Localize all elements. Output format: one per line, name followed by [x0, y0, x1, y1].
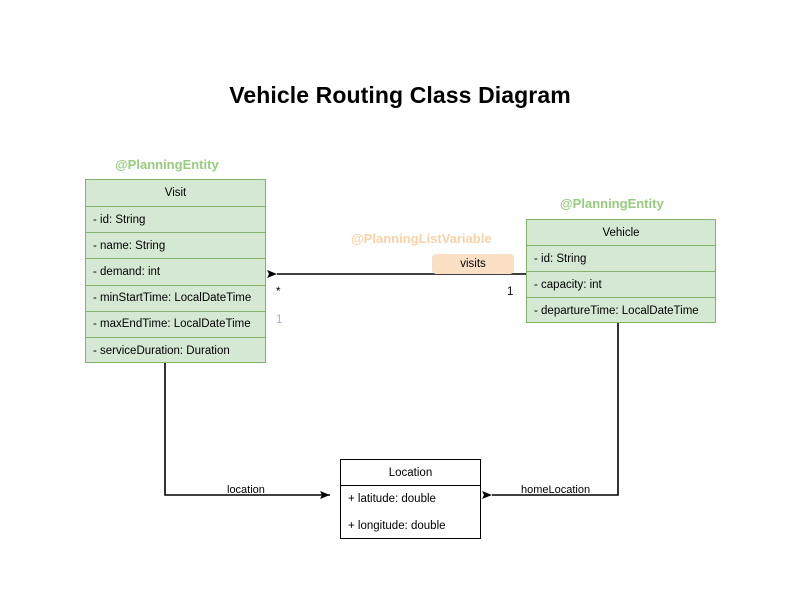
association-label-visits: visits	[432, 254, 514, 274]
class-attribute: - id: String	[86, 207, 265, 234]
association-location	[164, 363, 330, 499]
visit-stereotype-label: @PlanningEntity	[115, 157, 219, 172]
class-attribute: - maxEndTime: LocalDateTime	[86, 312, 265, 338]
page-title: Vehicle Routing Class Diagram	[229, 82, 571, 108]
class-attribute: - name: String	[86, 233, 265, 260]
class-attribute: - minStartTime: LocalDateTime	[86, 286, 265, 312]
class-attribute: + longitude: double	[348, 519, 446, 532]
class-box-visit[interactable]: Visit - id: String - name: String - dema…	[85, 179, 266, 363]
class-attribute: - serviceDuration: Duration	[93, 345, 230, 358]
multiplicity-visit-one: 1	[276, 314, 283, 326]
class-attribute: - id: String	[527, 246, 715, 272]
class-name-vehicle: Vehicle	[527, 220, 715, 246]
multiplicity-vehicle-one: 1	[507, 286, 514, 298]
association-label-home-location: homeLocation	[521, 484, 591, 496]
class-name-location: Location	[341, 460, 480, 486]
class-attribute: + latitude: double	[348, 493, 436, 506]
class-box-location[interactable]: Location + latitude: double + longitude:…	[340, 459, 481, 539]
planning-list-variable-stereotype-label: @PlanningListVariable	[351, 231, 492, 246]
association-label-location: location	[227, 484, 265, 496]
class-attribute: - departureTime: LocalDateTime	[534, 305, 699, 317]
class-name-visit: Visit	[86, 180, 265, 207]
vehicle-stereotype-label: @PlanningEntity	[560, 196, 664, 211]
class-box-vehicle[interactable]: Vehicle - id: String - capacity: int - d…	[526, 219, 716, 323]
multiplicity-visit-many: *	[276, 286, 281, 298]
association-home-location	[482, 323, 619, 499]
class-attribute: - capacity: int	[527, 272, 715, 298]
class-attribute: - demand: int	[86, 259, 265, 286]
